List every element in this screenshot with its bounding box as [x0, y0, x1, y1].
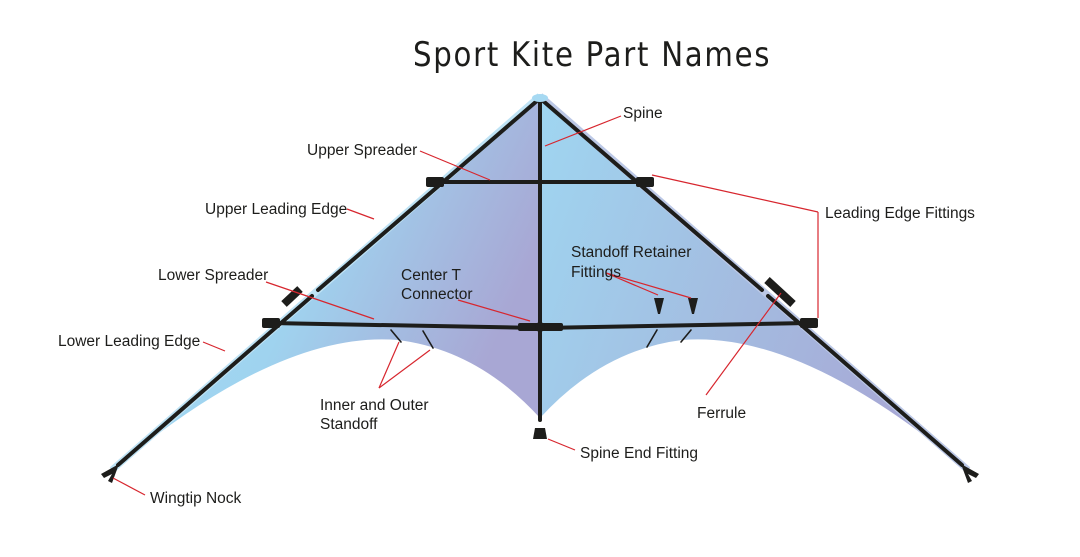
inner-standoff-right [646, 329, 658, 348]
label-lower-leading-edge: Lower Leading Edge [58, 333, 200, 350]
outer-standoff-left [422, 330, 434, 349]
leader-lines [112, 115, 819, 496]
page-title: Sport Kite Part Names [413, 36, 771, 75]
label-center-t-line1: Center T [401, 267, 462, 284]
spine-end-fitting [533, 428, 547, 439]
label-upper-leading-edge: Upper Leading Edge [205, 201, 347, 218]
kite-frame [116, 98, 964, 467]
lower-le-fitting-left [262, 318, 280, 328]
wingtip-nock-right [961, 464, 979, 483]
outer-standoff-right [680, 329, 692, 343]
lower-spreader-right [538, 321, 810, 330]
inner-standoff-left [390, 329, 402, 343]
label-wingtip-nock: Wingtip Nock [150, 490, 242, 507]
lower-spreader-left [268, 321, 542, 330]
upper-leading-edge-right [540, 98, 764, 292]
standoff-retainer-fitting-left [654, 298, 664, 314]
label-center-t-line2: Connector [401, 286, 473, 303]
wingtip-nock-left [101, 464, 119, 483]
upper-le-fitting-right [636, 177, 654, 187]
label-lower-spreader: Lower Spreader [158, 267, 268, 284]
label-inner-outer-standoff-line1: Inner and Outer [320, 397, 429, 414]
part-labels: Spine Upper Spreader Upper Leading Edge … [58, 105, 975, 507]
ferrule-left [281, 286, 303, 307]
standoff-retainer-fitting-right [688, 298, 698, 314]
upper-le-fitting-left [426, 177, 444, 187]
label-standoff-retainer-fittings-line2: Fittings [571, 264, 621, 281]
kite-fittings [101, 94, 979, 483]
label-upper-spreader: Upper Spreader [307, 142, 417, 159]
label-standoff-retainer-fittings-line1: Standoff Retainer [571, 244, 691, 261]
label-spine: Spine [623, 105, 663, 122]
label-leading-edge-fittings: Leading Edge Fittings [825, 205, 975, 222]
label-inner-outer-standoff-line2: Standoff [320, 416, 378, 433]
label-spine-end-fitting: Spine End Fitting [580, 445, 698, 462]
ferrule-right [764, 277, 796, 307]
upper-leading-edge-left [316, 98, 540, 292]
lower-le-fitting-right [800, 318, 818, 328]
label-ferrule: Ferrule [697, 405, 746, 422]
